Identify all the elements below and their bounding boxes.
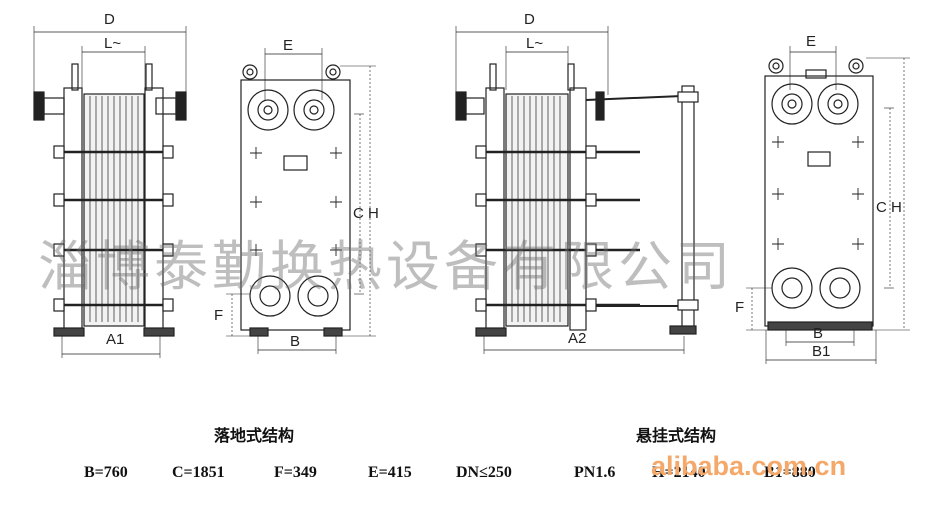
floor-type-side-view bbox=[33, 26, 187, 358]
dimension-labels: D L~ E C H F A1 B D L~ E C H F A2 B B1 bbox=[104, 11, 902, 360]
caption-suspended-type: 悬挂式结构 bbox=[636, 428, 717, 445]
alibaba-logo: alibaba.com.cn bbox=[651, 451, 847, 481]
suspended-type-front-view bbox=[746, 46, 910, 364]
label-B-left: B bbox=[290, 333, 300, 350]
spec-H: H=2140 bbox=[652, 464, 706, 481]
label-B1: B1 bbox=[812, 343, 830, 360]
spec-C: C=1851 bbox=[172, 464, 225, 481]
label-E-right: E bbox=[806, 33, 816, 50]
spec-B1: B1=880 bbox=[764, 464, 816, 481]
spec-E: E=415 bbox=[368, 464, 412, 481]
spec-DN: DN≤250 bbox=[456, 464, 512, 481]
label-CH-left: C H bbox=[353, 205, 379, 222]
company-watermark: 淄博泰勤换热设备有限公司 bbox=[38, 235, 734, 298]
label-D-right: D bbox=[524, 11, 535, 28]
label-CH-right: C H bbox=[876, 199, 902, 216]
floor-type-front-view bbox=[226, 48, 376, 354]
suspended-type-side-view bbox=[455, 26, 699, 354]
label-F-left: F bbox=[214, 307, 223, 324]
spec-PN: PN1.6 bbox=[574, 464, 616, 481]
label-L-right: L~ bbox=[526, 35, 543, 52]
label-F-right: F bbox=[735, 299, 744, 316]
label-L-left: L~ bbox=[104, 35, 121, 52]
caption-floor-type: 落地式结构 bbox=[214, 428, 295, 445]
label-E-left: E bbox=[283, 37, 293, 54]
spec-F: F=349 bbox=[274, 464, 317, 481]
label-D-left: D bbox=[104, 11, 115, 28]
label-A2: A2 bbox=[568, 330, 586, 347]
label-B-right: B bbox=[813, 325, 823, 342]
label-A1: A1 bbox=[106, 331, 124, 348]
spec-B: B=760 bbox=[84, 464, 128, 481]
